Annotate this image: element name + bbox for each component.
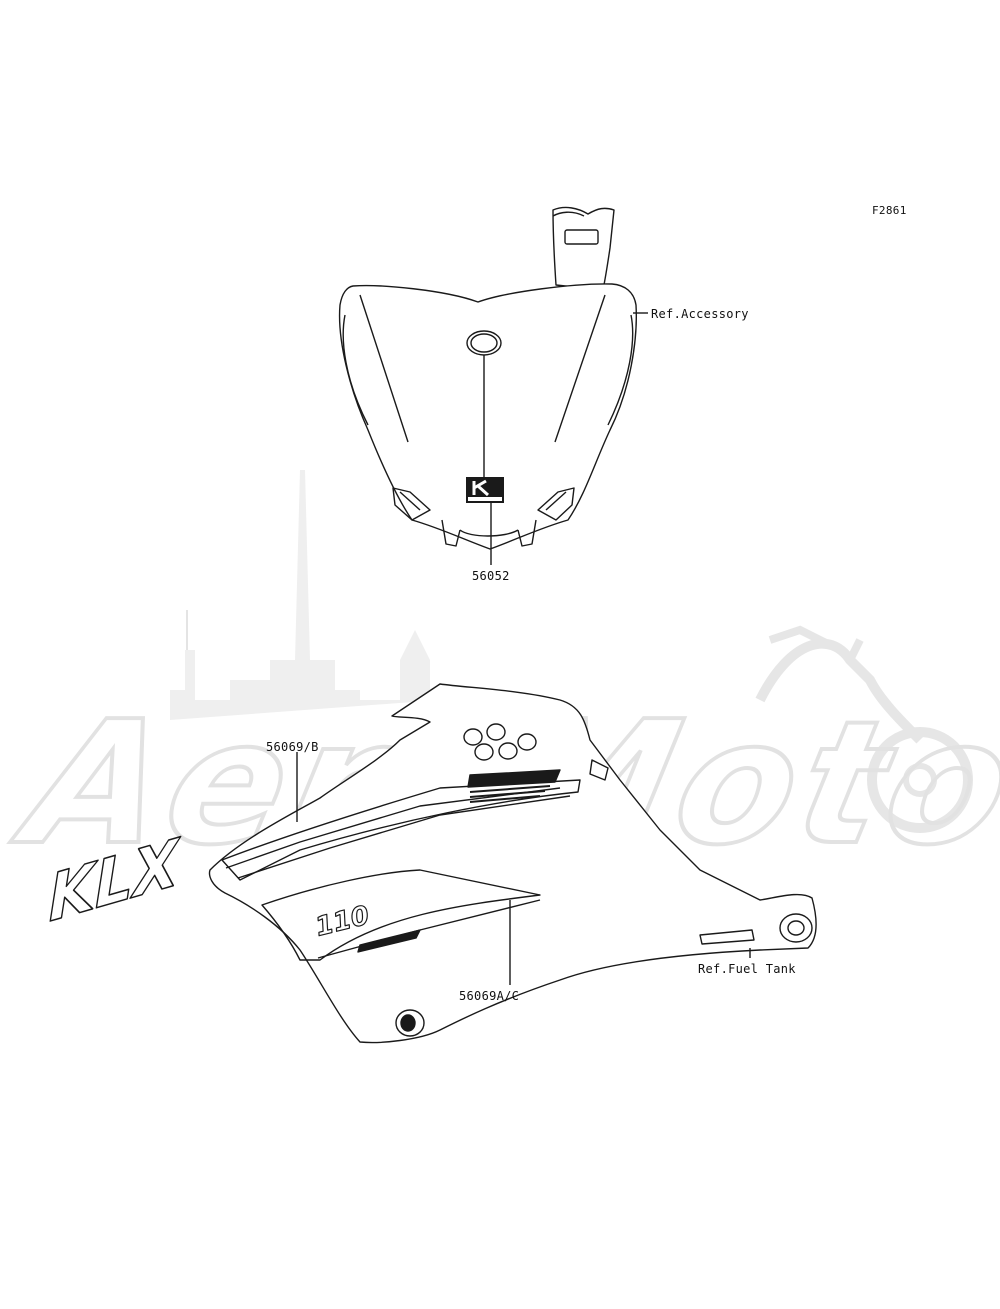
label-ref-fuel-tank[interactable]: Ref.Fuel Tank (698, 962, 796, 976)
watermark-wheel (867, 727, 973, 833)
figure-id: F2861 (872, 204, 907, 217)
klx-decal-stripes (221, 769, 581, 881)
watermark-graphic (170, 470, 973, 833)
watermark-skyline (170, 470, 440, 720)
shroud-grommet-front (395, 1009, 425, 1037)
shroud-bolt-rear (779, 913, 813, 943)
shroud-vent-holes (463, 723, 537, 761)
plate-vent-left (392, 487, 431, 521)
label-ref-accessory[interactable]: Ref.Accessory (651, 307, 749, 321)
kawasaki-logo-decal (466, 477, 504, 503)
number-plate (338, 206, 648, 565)
label-part-56069ac[interactable]: 56069A/C (459, 989, 520, 1003)
plate-vent-right (537, 487, 575, 521)
plate-slot (564, 229, 599, 245)
110-decal-stripes (261, 869, 541, 961)
label-part-56069b[interactable]: 56069/B (266, 740, 319, 754)
label-part-56052[interactable]: 56052 (472, 569, 510, 583)
